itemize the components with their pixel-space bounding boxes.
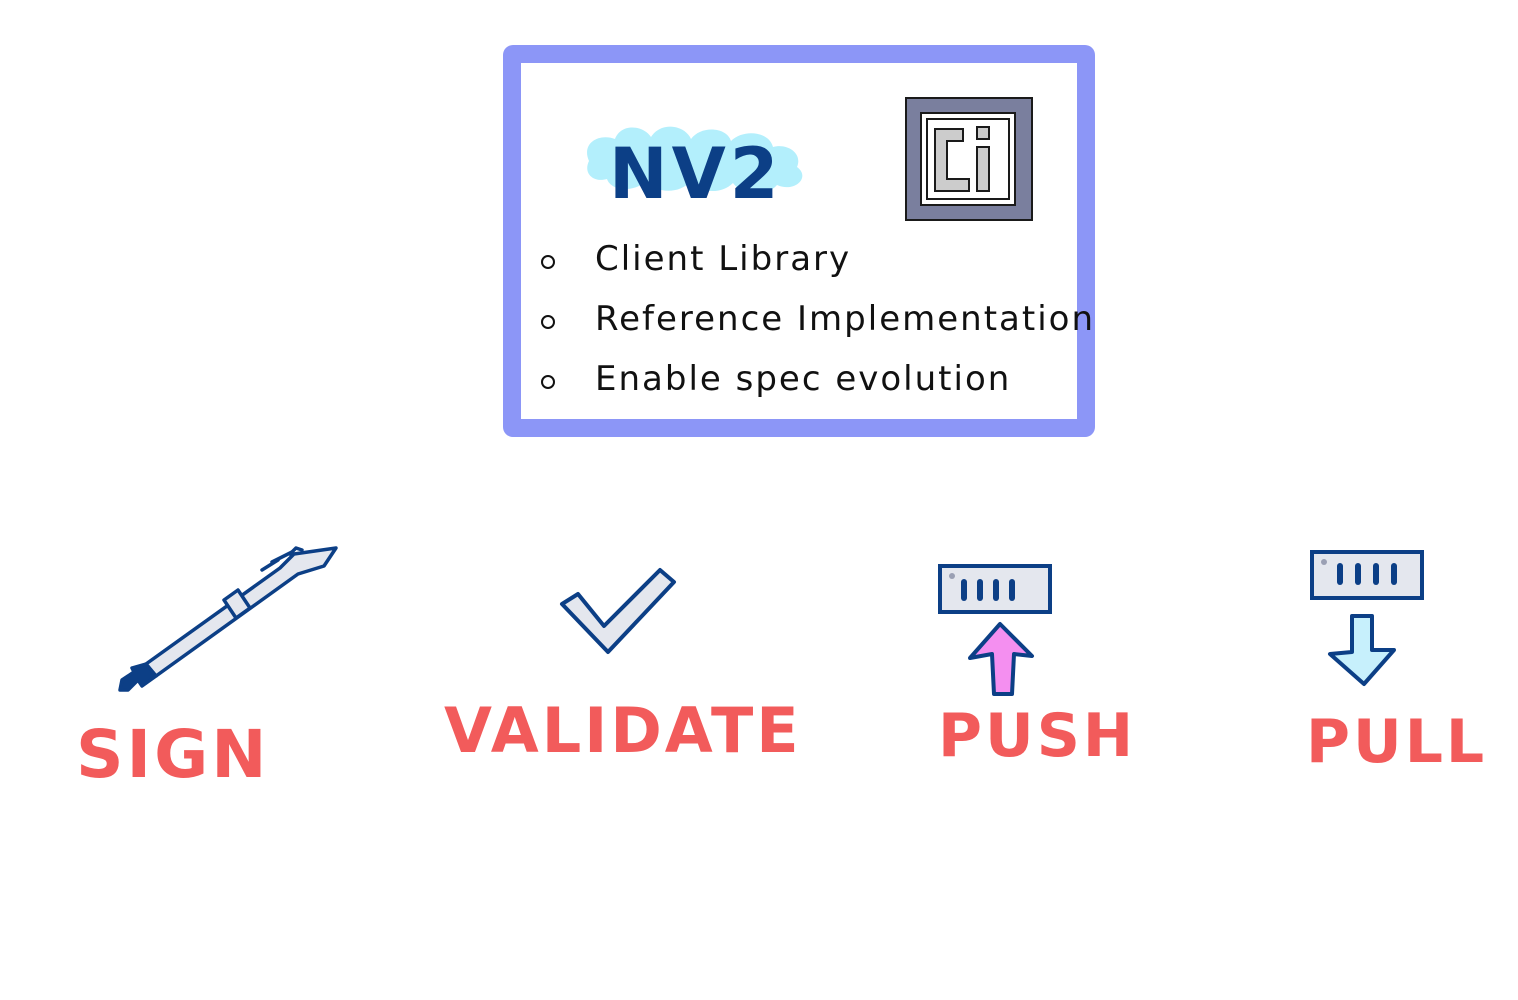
feature-list: Client Library Reference Implementation … [539,229,1095,409]
bullet-dot-icon [541,255,555,269]
action-label-push: PUSH [938,701,1137,771]
bullet-dot-icon [541,375,555,389]
action-label-pull: PULL [1306,707,1488,777]
feature-item: Reference Implementation [539,289,1095,349]
push-to-registry-icon [938,564,1052,696]
registry-icon [1310,550,1424,600]
feature-label: Client Library [595,239,852,279]
nv2-card: NV2 Client Library Reference Implementat… [503,45,1095,437]
feature-item: Client Library [539,229,1095,289]
up-arrow-icon [968,622,1034,696]
checkmark-icon [560,568,676,654]
card-title: NV2 [609,133,783,215]
registry-icon [938,564,1052,614]
title-block: NV2 [581,103,821,209]
feature-label: Enable spec evolution [595,359,1012,399]
bullet-dot-icon [541,315,555,329]
down-arrow-icon [1328,614,1396,686]
fountain-pen-icon [118,546,338,692]
action-label-sign: SIGN [76,716,270,793]
title-splash [587,126,803,194]
ci-logo-icon [905,97,1033,221]
feature-label: Reference Implementation [595,299,1095,339]
action-label-validate: VALIDATE [444,694,802,767]
feature-item: Enable spec evolution [539,349,1095,409]
pull-from-registry-icon [1310,550,1424,686]
